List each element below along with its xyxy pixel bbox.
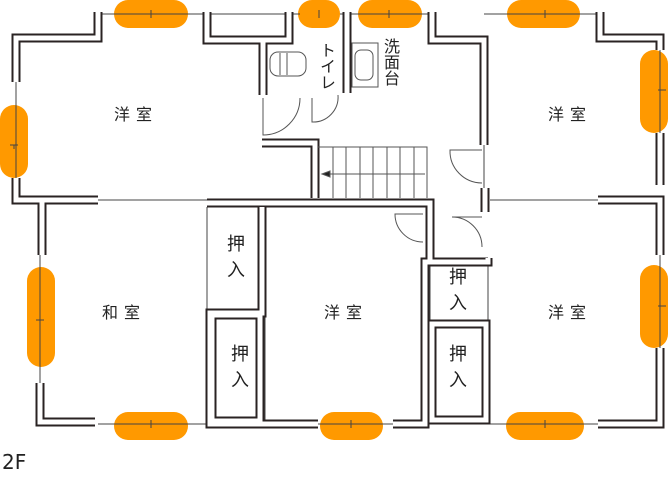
closet-label: 押入 — [446, 344, 467, 396]
room-label-se: 洋室 — [547, 303, 593, 322]
stairs — [318, 146, 428, 198]
room-label-center: 洋室 — [323, 303, 369, 322]
window — [640, 50, 668, 133]
walls — [11, 12, 665, 429]
toilet-icon — [269, 51, 307, 77]
room-label-ne: 洋室 — [547, 105, 593, 124]
room-label-washitsu: 和室 — [101, 303, 147, 322]
room-label-nw: 洋室 — [113, 105, 159, 124]
floor-label: 2F — [2, 450, 27, 474]
thin-lines — [10, 10, 666, 428]
fixtures — [269, 42, 379, 88]
window — [27, 267, 55, 367]
window — [0, 105, 28, 178]
toilet-label: トイレ — [317, 42, 336, 90]
closet-label: 押入 — [228, 344, 249, 396]
window — [640, 265, 668, 348]
washstand-label: 洗面台 — [381, 38, 400, 86]
washbasin-icon — [351, 42, 379, 88]
closet-label: 押入 — [446, 267, 467, 319]
doors — [262, 94, 483, 248]
closet-label: 押入 — [224, 234, 245, 286]
